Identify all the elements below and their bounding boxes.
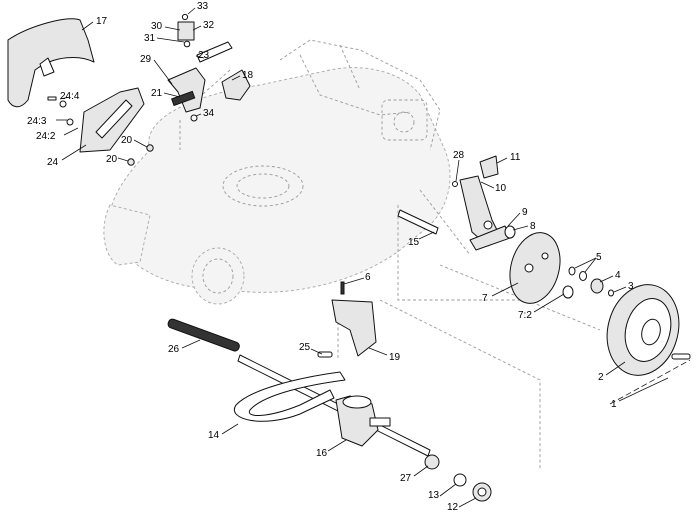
part-6-screw — [340, 281, 345, 295]
callout-4: 4 — [615, 270, 621, 281]
callout-28: 28 — [453, 150, 465, 161]
callout-2: 2 — [598, 372, 604, 383]
part-18-bracket — [221, 69, 251, 101]
callout-24-2: 24:2 — [36, 131, 56, 142]
part-1-bolt — [671, 353, 691, 360]
callout-8: 8 — [530, 221, 536, 232]
callout-18: 18 — [242, 70, 254, 81]
callout-3: 3 — [628, 281, 634, 292]
part-12-pinion — [472, 482, 492, 502]
callout-15: 15 — [408, 237, 420, 248]
part-13-washer — [453, 473, 467, 487]
part-top-hardware — [177, 13, 233, 63]
callout-27: 27 — [400, 473, 412, 484]
callout-7-2: 7:2 — [518, 310, 532, 321]
callout-20a: 20 — [121, 135, 133, 146]
part-19-bracket — [331, 299, 377, 357]
part-25-pin — [317, 351, 333, 358]
callout-12: 12 — [447, 502, 459, 513]
part-15-rod — [397, 209, 439, 235]
part-16-transmission — [335, 395, 391, 447]
callout-30: 30 — [151, 21, 163, 32]
callout-23: 23 — [198, 50, 210, 61]
callout-17: 17 — [96, 16, 108, 27]
callout-13: 13 — [428, 490, 440, 501]
callout-33: 33 — [197, 1, 209, 12]
callout-11: 11 — [510, 152, 521, 163]
callout-6: 6 — [365, 272, 371, 283]
callout-7: 7 — [482, 293, 488, 304]
callout-29: 29 — [140, 54, 152, 65]
part-right-bracket — [452, 155, 516, 251]
leader-lines — [56, 7, 691, 508]
part-17-rear-flap — [7, 18, 95, 108]
callout-9: 9 — [522, 207, 528, 218]
callout-25: 25 — [299, 342, 311, 353]
part-7-2-washer — [562, 285, 574, 299]
part-20-screws — [127, 144, 154, 166]
part-26-sleeve — [167, 318, 240, 352]
callout-5: 5 — [596, 252, 602, 263]
part-axle-hardware — [568, 266, 614, 297]
callout-14: 14 — [208, 430, 220, 441]
part-7-gear-disc — [509, 232, 561, 304]
callout-21: 21 — [151, 88, 163, 99]
callout-24-3: 24:3 — [27, 116, 47, 127]
callout-19: 19 — [389, 352, 401, 363]
part-14-belt — [233, 371, 346, 422]
callout-20b: 20 — [106, 154, 118, 165]
callout-10: 10 — [495, 183, 507, 194]
callout-34: 34 — [203, 108, 215, 119]
part-2-wheel — [606, 284, 680, 376]
callout-31: 31 — [144, 33, 156, 44]
part-height-lever — [167, 67, 206, 122]
callout-1: 1 — [611, 399, 617, 410]
callout-24: 24 — [47, 157, 59, 168]
callout-32: 32 — [203, 20, 215, 31]
callout-16: 16 — [316, 448, 328, 459]
callout-26: 26 — [168, 344, 180, 355]
mower-deck-ghost — [103, 39, 601, 470]
part-24-rear-door — [47, 87, 145, 153]
part-27-bushing — [424, 454, 440, 470]
drive-shaft — [237, 354, 431, 457]
callout-labels: 17 33 30 32 31 23 29 18 21 34 24:4 24:3 … — [27, 1, 634, 513]
callout-24-4: 24:4 — [60, 91, 80, 102]
